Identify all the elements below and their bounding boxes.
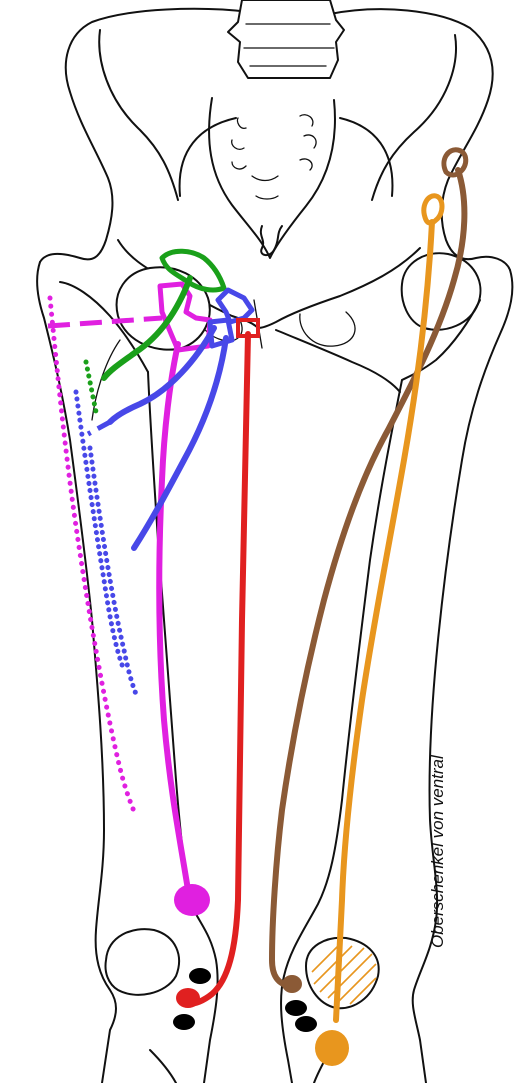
orange-insertion	[315, 1030, 349, 1066]
marker-left-1	[189, 968, 211, 984]
brown-insertion	[282, 975, 302, 993]
muscle-orange	[315, 196, 442, 1066]
marker-right-1	[285, 1000, 307, 1016]
blue-dashed-link	[88, 422, 110, 434]
magenta-insertion	[174, 884, 210, 916]
marker-left-2	[173, 1014, 195, 1030]
right-femur-outline	[413, 270, 513, 1083]
brown-origin-loop	[444, 150, 466, 175]
pubic-region-right	[258, 248, 420, 328]
muscle-magenta	[48, 284, 210, 916]
blue-dotted-line-1	[76, 392, 124, 670]
marker-right-2	[295, 1016, 317, 1032]
right-femur	[281, 253, 512, 1083]
obturator-right	[300, 312, 355, 346]
orange-tendon	[336, 222, 432, 1020]
orange-origin-loop	[424, 196, 442, 223]
left-femur-outline	[37, 262, 116, 1083]
coccyx	[261, 226, 282, 255]
diagram-caption: Oberschenkel von ventral	[428, 755, 448, 948]
left-iliac-inner	[99, 30, 178, 200]
magenta-dotted-line	[50, 298, 136, 816]
red-insertion	[176, 988, 200, 1008]
blue-tendon-lower	[134, 338, 226, 548]
right-iliac-wing	[330, 9, 510, 270]
right-iliac-inner	[372, 35, 456, 200]
sacrum	[209, 98, 335, 258]
left-patella	[106, 929, 180, 995]
green-dotted-line	[86, 362, 96, 412]
